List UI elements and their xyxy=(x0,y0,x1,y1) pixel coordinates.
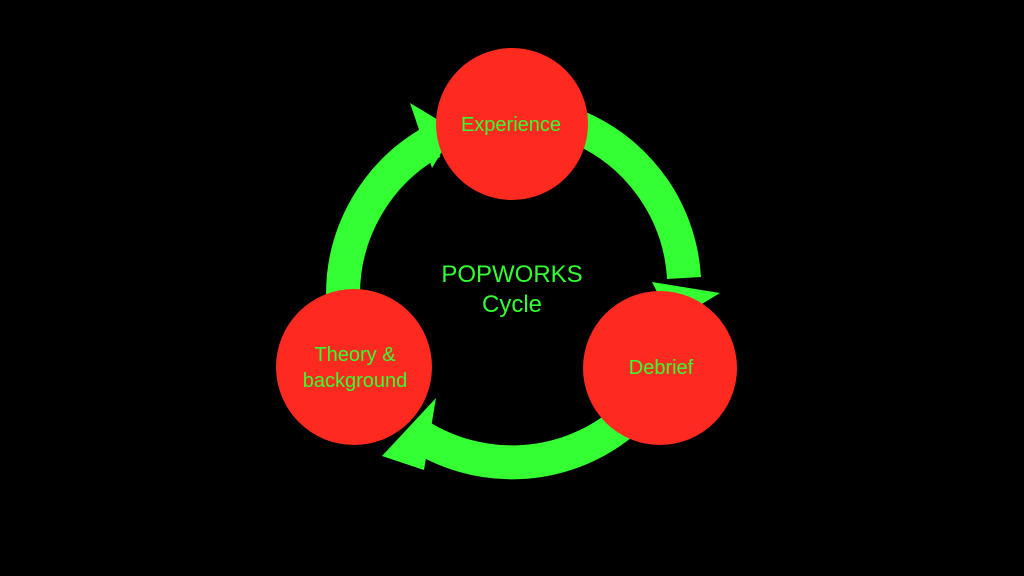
node-theory-label: Theory & background xyxy=(302,344,408,392)
arrow-experience-to-debrief xyxy=(572,112,701,280)
node-debrief xyxy=(583,291,737,445)
arrow-theory-to-experience xyxy=(325,127,441,296)
node-experience-label: Experience xyxy=(460,114,562,136)
arrow-head-to-experience xyxy=(410,103,455,168)
center-title: POPWORKS Cycle xyxy=(441,261,583,318)
cycle-arrows xyxy=(325,103,720,480)
arrow-debrief-to-theory xyxy=(405,411,631,480)
node-experience xyxy=(436,48,588,200)
arrow-head-to-theory xyxy=(382,398,436,470)
node-theory xyxy=(276,289,432,445)
node-debrief-label: Debrief xyxy=(628,357,694,379)
